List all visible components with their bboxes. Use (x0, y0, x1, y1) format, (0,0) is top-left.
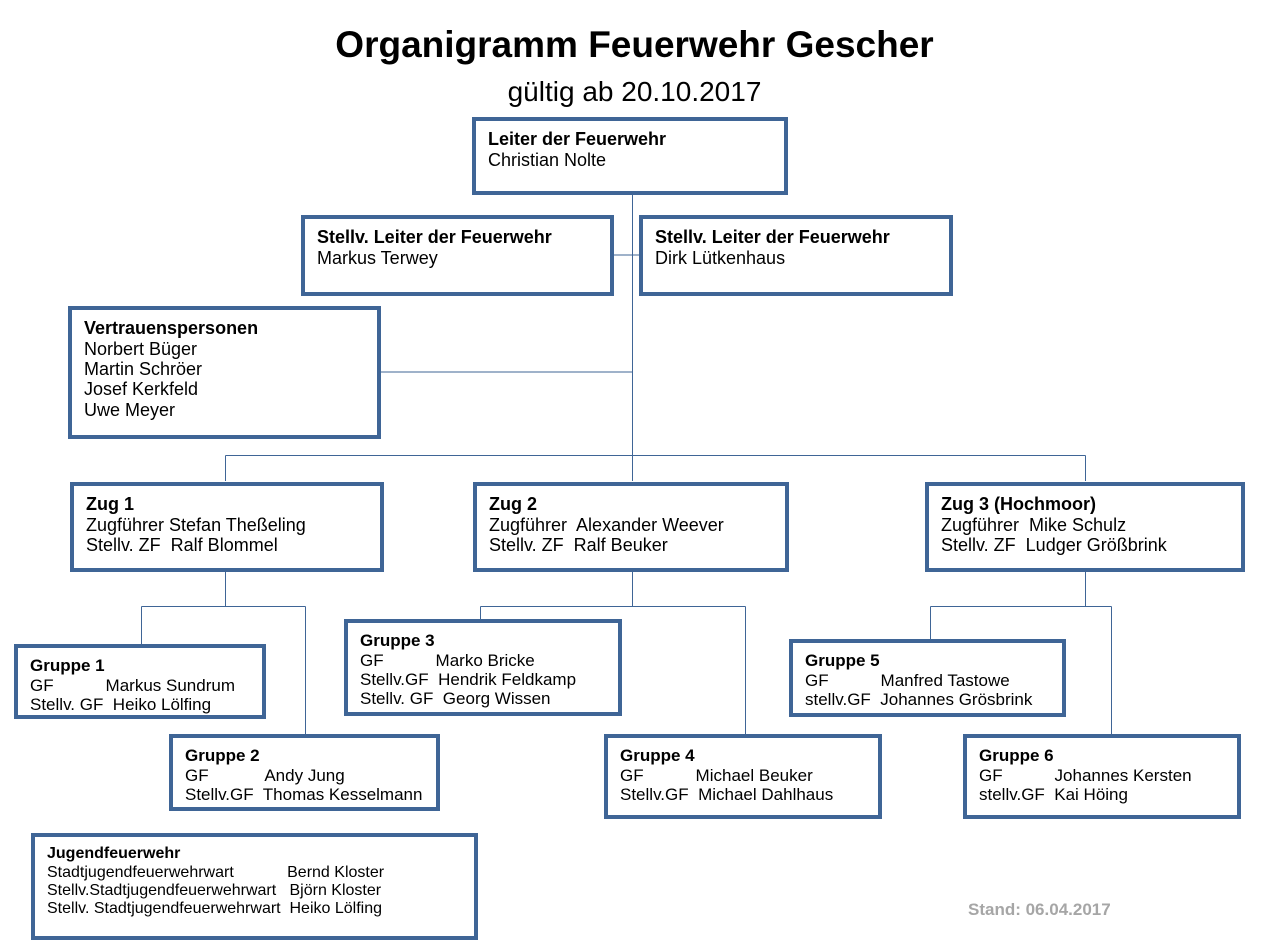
node-line: Stellv. GF Heiko Lölfing (30, 695, 212, 715)
node-line: GF Marko Bricke (360, 651, 535, 671)
node-gruppe-3[interactable]: Gruppe 3 GF Marko Bricke Stellv.GF Hendr… (344, 619, 622, 716)
node-line: Zugführer Alexander Weever (489, 515, 724, 536)
node-line: GF Andy Jung (185, 766, 345, 786)
node-gruppe-4[interactable]: Gruppe 4 GF Michael Beuker Stellv.GF Mic… (604, 734, 882, 819)
node-line: stellv.GF Kai Höing (979, 785, 1128, 805)
node-line: stellv.GF Johannes Grösbrink (805, 690, 1033, 710)
node-zug-1[interactable]: Zug 1 Zugführer Stefan Theßeling Stellv.… (70, 482, 384, 572)
node-stellv-leiter-luetkenhaus[interactable]: Stellv. Leiter der Feuerwehr Dirk Lütken… (639, 215, 953, 296)
node-line: GF Michael Beuker (620, 766, 813, 786)
node-gruppe-1[interactable]: Gruppe 1 GF Markus Sundrum Stellv. GF He… (14, 644, 266, 719)
node-jugendfeuerwehr[interactable]: Jugendfeuerwehr Stadtjugendfeuerwehrwart… (31, 833, 478, 940)
node-line: Zugführer Stefan Theßeling (86, 515, 306, 536)
node-line: Uwe Meyer (84, 399, 176, 420)
node-leiter-der-feuerwehr[interactable]: Leiter der Feuerwehr Christian Nolte (472, 117, 788, 195)
node-heading: Vertrauenspersonen (84, 318, 259, 338)
node-line: Markus Terwey (317, 248, 438, 269)
node-line: Zugführer Mike Schulz (941, 515, 1127, 536)
node-line: Martin Schröer (84, 359, 203, 380)
node-line: Norbert Büger (84, 339, 198, 360)
page-title: Organigramm Feuerwehr Gescher (335, 24, 934, 65)
node-line: Stellv. ZF Ralf Beuker (489, 535, 668, 556)
node-line: Stadtjugendfeuerwehrwart Bernd Kloster (47, 863, 385, 881)
node-zug-2[interactable]: Zug 2 Zugführer Alexander Weever Stellv.… (473, 482, 789, 572)
node-gruppe-2[interactable]: Gruppe 2 GF Andy Jung Stellv.GF Thomas K… (169, 734, 440, 811)
page-subtitle: gültig ab 20.10.2017 (507, 76, 762, 107)
node-stellv-leiter-terwey[interactable]: Stellv. Leiter der Feuerwehr Markus Terw… (301, 215, 614, 296)
node-line: Stellv.GF Thomas Kesselmann (185, 785, 423, 805)
node-line: Stellv. ZF Ludger Größbrink (941, 535, 1167, 556)
node-line: Josef Kerkfeld (84, 379, 199, 400)
node-heading: Zug 1 (86, 494, 134, 514)
node-line: Christian Nolte (488, 150, 607, 171)
node-line: Dirk Lütkenhaus (655, 248, 786, 269)
node-heading: Leiter der Feuerwehr (488, 129, 667, 149)
node-line: Stellv.GF Michael Dahlhaus (620, 785, 834, 805)
node-heading: Stellv. Leiter der Feuerwehr (317, 227, 552, 247)
node-heading: Gruppe 4 (620, 746, 695, 765)
node-line: GF Johannes Kersten (979, 766, 1192, 786)
node-line: GF Markus Sundrum (30, 676, 235, 696)
node-heading: Zug 2 (489, 494, 537, 514)
node-heading: Gruppe 1 (30, 656, 105, 675)
node-line: Stellv.Stadtjugendfeuerwehrwart Björn Kl… (47, 881, 382, 899)
node-line: Stellv. GF Georg Wissen (360, 689, 551, 709)
node-zug-3-hochmoor[interactable]: Zug 3 (Hochmoor) Zugführer Mike Schulz S… (925, 482, 1245, 572)
node-line: GF Manfred Tastowe (805, 671, 1010, 691)
node-heading: Gruppe 6 (979, 746, 1054, 765)
node-line: Stellv.GF Hendrik Feldkamp (360, 670, 577, 690)
node-heading: Gruppe 5 (805, 651, 880, 670)
node-heading: Gruppe 2 (185, 746, 260, 765)
node-vertrauenspersonen[interactable]: Vertrauenspersonen Norbert Büger Martin … (68, 306, 381, 439)
node-heading: Jugendfeuerwehr (47, 845, 181, 862)
node-gruppe-5[interactable]: Gruppe 5 GF Manfred Tastowe stellv.GF Jo… (789, 639, 1066, 717)
node-gruppe-6[interactable]: Gruppe 6 GF Johannes Kersten stellv.GF K… (963, 734, 1241, 819)
node-heading: Gruppe 3 (360, 631, 435, 650)
node-line: Stellv. ZF Ralf Blommel (86, 535, 278, 556)
node-heading: Stellv. Leiter der Feuerwehr (655, 227, 890, 247)
node-line: Stellv. Stadtjugendfeuerwehrwart Heiko L… (47, 899, 382, 917)
node-heading: Zug 3 (Hochmoor) (941, 494, 1096, 514)
stand-date-label: Stand: 06.04.2017 (968, 900, 1111, 919)
